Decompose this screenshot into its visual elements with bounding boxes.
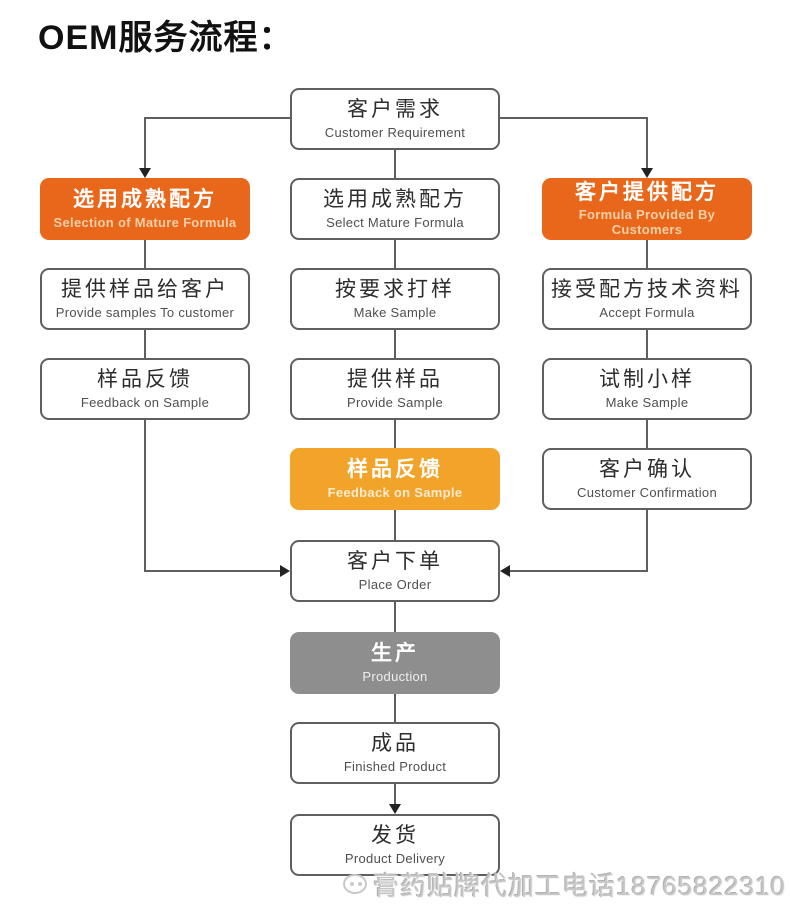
node-label-en: Provide Sample: [347, 394, 443, 410]
node-label-zh: 客户确认: [599, 458, 695, 482]
connector-center-r2-r3: [394, 240, 396, 268]
node-label-zh: 成品: [371, 732, 419, 756]
node-make-sample-on-request: 按要求打样 Make Sample: [290, 268, 500, 330]
node-label-zh: 试制小样: [599, 368, 695, 392]
connector-left-r2-r3: [144, 240, 146, 268]
node-label-zh: 提供样品: [347, 368, 443, 392]
node-label-en: Formula Provided By Customers: [578, 207, 716, 238]
node-label-zh: 发货: [371, 824, 419, 848]
connector-top-right-horizontal: [500, 117, 648, 119]
connector-left-r3-r4: [144, 330, 146, 358]
node-label-en: Finished Product: [343, 758, 447, 774]
arrowhead-into-order-left: [280, 565, 290, 577]
connector-left-into-order: [144, 570, 280, 572]
watermark: 膏药贴牌代加工电话18765822310: [342, 864, 786, 904]
node-accept-formula: 接受配方技术资料 Accept Formula: [542, 268, 752, 330]
node-label-en: Customer Requirement: [324, 124, 466, 140]
connector-right-down: [646, 117, 648, 170]
connector-right-r2-r3: [646, 240, 648, 268]
node-label-zh: 客户提供配方: [575, 180, 719, 204]
node-label-en: Product Delivery: [344, 850, 446, 866]
node-label-zh: 选用成熟配方: [323, 188, 467, 212]
node-label-en: Accept Formula: [599, 304, 695, 320]
connector-right-r4-r5: [646, 420, 648, 448]
node-label-zh: 客户需求: [347, 98, 443, 122]
node-product-delivery: 发货 Product Delivery: [290, 814, 500, 876]
node-label-zh: 样品反馈: [347, 458, 443, 482]
arrowhead-into-order-right: [500, 565, 510, 577]
node-label-zh: 提供样品给客户: [61, 278, 229, 302]
connector-center-r5-r6: [394, 510, 396, 540]
node-production: 生产 Production: [290, 632, 500, 694]
connector-center-r6-r7: [394, 602, 396, 632]
node-label-en: Feedback on Sample: [80, 394, 210, 410]
node-label-en: Select Mature Formula: [326, 214, 464, 230]
node-select-mature-formula: 选用成熟配方 Select Mature Formula: [290, 178, 500, 240]
arrowhead-into-left-orange: [139, 168, 151, 178]
connector-center-r4-r5: [394, 420, 396, 448]
connector-right-long-down: [646, 510, 648, 572]
node-label-zh: 接受配方技术资料: [551, 278, 743, 302]
node-label-en: Production: [362, 668, 428, 684]
node-label-zh: 生产: [371, 642, 419, 666]
connector-center-r3-r4: [394, 330, 396, 358]
node-selection-of-mature-formula: 选用成熟配方 Selection of Mature Formula: [40, 178, 250, 240]
arrowhead-into-right-orange: [641, 168, 653, 178]
node-label-zh: 客户下单: [347, 550, 443, 574]
watermark-face-icon: [342, 874, 367, 894]
connector-center-r7-r8: [394, 694, 396, 722]
node-feedback-on-sample-center: 样品反馈 Feedback on Sample: [290, 448, 500, 510]
node-label-en: Provide samples To customer: [55, 304, 235, 320]
node-label-en: Customer Confirmation: [577, 484, 717, 500]
node-label-zh: 选用成熟配方: [73, 188, 217, 212]
node-label-en: Place Order: [358, 576, 432, 592]
connector-left-down: [144, 117, 146, 170]
node-label-en: Feedback on Sample: [327, 484, 463, 500]
node-label-en: Make Sample: [605, 394, 689, 410]
node-provide-sample: 提供样品 Provide Sample: [290, 358, 500, 420]
node-provide-samples-to-customer: 提供样品给客户 Provide samples To customer: [40, 268, 250, 330]
node-feedback-on-sample-left: 样品反馈 Feedback on Sample: [40, 358, 250, 420]
arrowhead-into-delivery: [389, 804, 401, 814]
connector-right-into-order: [510, 570, 648, 572]
node-make-small-sample: 试制小样 Make Sample: [542, 358, 752, 420]
page-title: OEM服务流程：: [38, 19, 294, 57]
node-label-en: Selection of Mature Formula: [53, 214, 237, 230]
connector-center-r1-r2: [394, 150, 396, 178]
node-finished-product: 成品 Finished Product: [290, 722, 500, 784]
node-customer-requirement: 客户需求 Customer Requirement: [290, 88, 500, 150]
connector-right-r3-r4: [646, 330, 648, 358]
node-customer-confirmation: 客户确认 Customer Confirmation: [542, 448, 752, 510]
node-label-zh: 样品反馈: [97, 368, 193, 392]
node-place-order: 客户下单 Place Order: [290, 540, 500, 602]
connector-left-long-down: [144, 420, 146, 572]
node-label-en: Make Sample: [353, 304, 437, 320]
node-label-zh: 按要求打样: [335, 278, 455, 302]
connector-center-r8-r9: [394, 784, 396, 804]
connector-top-left-horizontal: [144, 117, 291, 119]
watermark-text: 膏药贴牌代加工电话18765822310: [372, 870, 786, 901]
node-formula-provided-by-customers: 客户提供配方 Formula Provided By Customers: [542, 178, 752, 240]
